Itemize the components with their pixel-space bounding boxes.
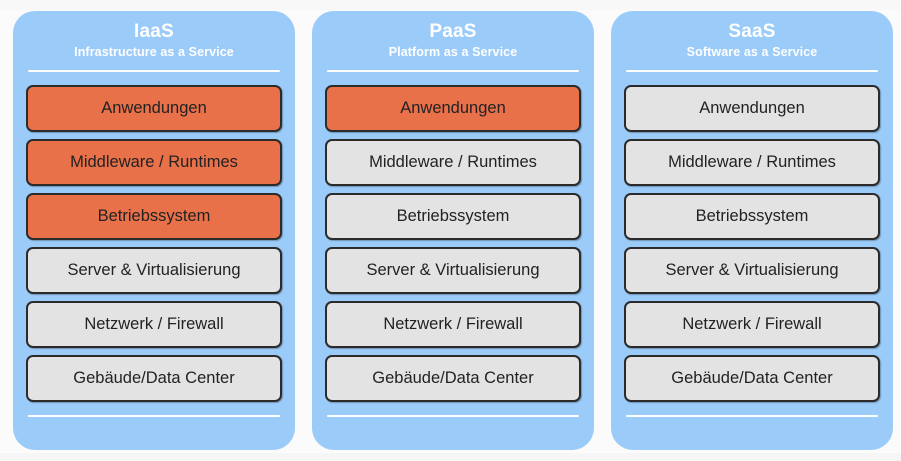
- layer-netzwerk-firewall-saas[interactable]: Netzwerk / Firewall: [624, 301, 880, 348]
- service-model-card-paas[interactable]: PaaS Platform as a Service Anwendungen M…: [312, 11, 594, 450]
- footer-divider-saas: [626, 415, 878, 417]
- layer-netzwerk-firewall-paas[interactable]: Netzwerk / Firewall: [325, 301, 581, 348]
- footer-divider-iaas: [28, 415, 280, 417]
- layer-server-virtualisierung-saas[interactable]: Server & Virtualisierung: [624, 247, 880, 294]
- layer-server-virtualisierung-iaas[interactable]: Server & Virtualisierung: [26, 247, 282, 294]
- layer-betriebssystem-iaas[interactable]: Betriebssystem: [26, 193, 282, 240]
- service-model-card-saas[interactable]: SaaS Software as a Service Anwendungen M…: [611, 11, 893, 450]
- layer-anwendungen-iaas[interactable]: Anwendungen: [26, 85, 282, 132]
- layer-netzwerk-firewall-iaas[interactable]: Netzwerk / Firewall: [26, 301, 282, 348]
- layer-anwendungen-saas[interactable]: Anwendungen: [624, 85, 880, 132]
- header-divider-iaas: [28, 70, 280, 72]
- header-divider-paas: [327, 70, 579, 72]
- service-model-card-iaas[interactable]: IaaS Infrastructure as a Service Anwendu…: [13, 11, 295, 450]
- card-subtitle-saas: Software as a Service: [686, 45, 818, 59]
- card-subtitle-iaas: Infrastructure as a Service: [74, 45, 234, 59]
- layer-gebaeude-data-center-saas[interactable]: Gebäude/Data Center: [624, 355, 880, 402]
- layer-betriebssystem-saas[interactable]: Betriebssystem: [624, 193, 880, 240]
- top-margin-strip: [0, 0, 901, 10]
- layer-middleware-runtimes-iaas[interactable]: Middleware / Runtimes: [26, 139, 282, 186]
- layer-stack-saas: Anwendungen Middleware / Runtimes Betrie…: [624, 85, 880, 402]
- layer-middleware-runtimes-paas[interactable]: Middleware / Runtimes: [325, 139, 581, 186]
- header-divider-saas: [626, 70, 878, 72]
- layer-gebaeude-data-center-paas[interactable]: Gebäude/Data Center: [325, 355, 581, 402]
- card-header-iaas: IaaS Infrastructure as a Service: [26, 20, 282, 65]
- card-header-saas: SaaS Software as a Service: [624, 20, 880, 65]
- card-subtitle-paas: Platform as a Service: [388, 45, 518, 59]
- layer-stack-paas: Anwendungen Middleware / Runtimes Betrie…: [325, 85, 581, 402]
- card-title-iaas: IaaS: [134, 21, 174, 42]
- layer-stack-iaas: Anwendungen Middleware / Runtimes Betrie…: [26, 85, 282, 402]
- layer-gebaeude-data-center-iaas[interactable]: Gebäude/Data Center: [26, 355, 282, 402]
- layer-anwendungen-paas[interactable]: Anwendungen: [325, 85, 581, 132]
- layer-middleware-runtimes-saas[interactable]: Middleware / Runtimes: [624, 139, 880, 186]
- card-title-saas: SaaS: [728, 21, 776, 42]
- footer-divider-paas: [327, 415, 579, 417]
- service-model-columns: IaaS Infrastructure as a Service Anwendu…: [0, 11, 901, 451]
- card-title-paas: PaaS: [429, 21, 477, 42]
- layer-betriebssystem-paas[interactable]: Betriebssystem: [325, 193, 581, 240]
- card-header-paas: PaaS Platform as a Service: [325, 20, 581, 65]
- bottom-margin-strip: [0, 453, 901, 461]
- layer-server-virtualisierung-paas[interactable]: Server & Virtualisierung: [325, 247, 581, 294]
